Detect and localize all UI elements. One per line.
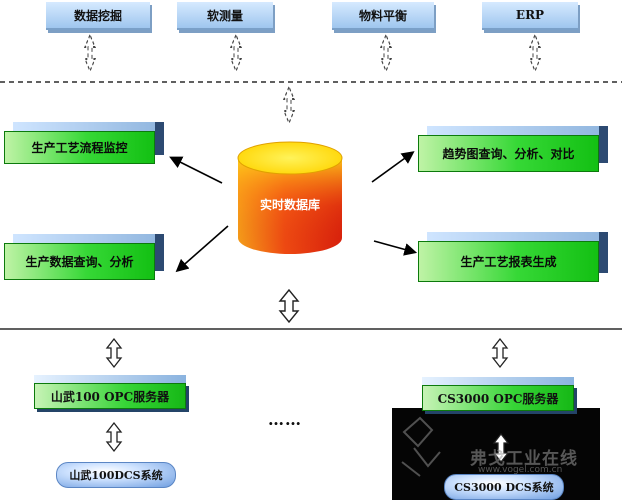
double-arrow-database-bus <box>279 289 299 323</box>
watermark-brand: 弗戈工业在线 <box>470 449 578 469</box>
arrow-to-trend <box>371 151 415 183</box>
database-label: 实时数据库 <box>259 198 320 212</box>
app-label: 物料平衡 <box>358 8 407 23</box>
dashed-arrow-database <box>283 86 295 124</box>
dashed-arrow-data-mining <box>84 34 96 72</box>
function-label: 趋势图查询、分析、对比 <box>418 135 599 172</box>
server-top-band <box>422 377 574 385</box>
box-side-face <box>599 126 608 163</box>
function-label: 生产数据查询、分析 <box>4 243 155 280</box>
app-label: 软测量 <box>206 8 243 23</box>
box-side-face <box>155 234 164 271</box>
opc-server-yamatake: 山武100 OPC服务器 <box>34 375 186 409</box>
database-cylinder-icon <box>237 141 343 254</box>
arrow-to-data-query <box>175 225 229 273</box>
server-top-band <box>34 375 186 383</box>
double-arrow-left-dcs <box>106 422 122 452</box>
box-top-face <box>13 122 164 131</box>
dashed-arrow-material-balance <box>380 34 392 72</box>
dashed-arrow-erp <box>529 34 541 72</box>
dcs-cs3000: CS3000 DCS系统 <box>444 474 564 500</box>
arrow-to-flow-monitor <box>169 156 223 184</box>
app-box-soft-sensor: 软测量 <box>177 2 273 30</box>
dcs-yamatake: 山武100DCS系统 <box>56 462 176 488</box>
server-label: CS3000 OPC服务器 <box>422 385 574 411</box>
server-label: 山武100 OPC服务器 <box>34 383 186 409</box>
app-label: 数据挖掘 <box>73 8 122 23</box>
double-arrow-right-server <box>492 338 508 368</box>
box-top-face <box>427 232 608 241</box>
box-top-face <box>13 234 164 243</box>
app-box-data-mining: 数据挖掘 <box>46 2 150 30</box>
watermark-url: www.vogel.com.cn <box>478 465 563 475</box>
function-box-trend-analysis: 趋势图查询、分析、对比 <box>418 126 608 172</box>
dashed-arrow-soft-sensor <box>230 34 242 72</box>
app-label: ERP <box>515 8 545 22</box>
box-side-face <box>155 122 164 155</box>
box-top-face <box>427 126 608 135</box>
app-box-erp: ERP <box>482 2 578 30</box>
opc-server-cs3000: CS3000 OPC服务器 <box>422 377 574 411</box>
function-box-report: 生产工艺报表生成 <box>418 232 608 282</box>
function-box-data-query: 生产数据查询、分析 <box>4 234 164 280</box>
box-side-face <box>599 232 608 273</box>
function-box-flow-monitor: 生产工艺流程监控 <box>4 122 164 164</box>
function-label: 生产工艺流程监控 <box>4 131 155 164</box>
double-arrow-left-server <box>106 338 122 368</box>
app-box-material-balance: 物料平衡 <box>332 2 434 30</box>
ellipsis: …… <box>268 410 302 429</box>
watermark-logo-icon <box>401 416 441 477</box>
function-label: 生产工艺报表生成 <box>418 241 599 282</box>
arrow-to-report <box>373 240 418 256</box>
